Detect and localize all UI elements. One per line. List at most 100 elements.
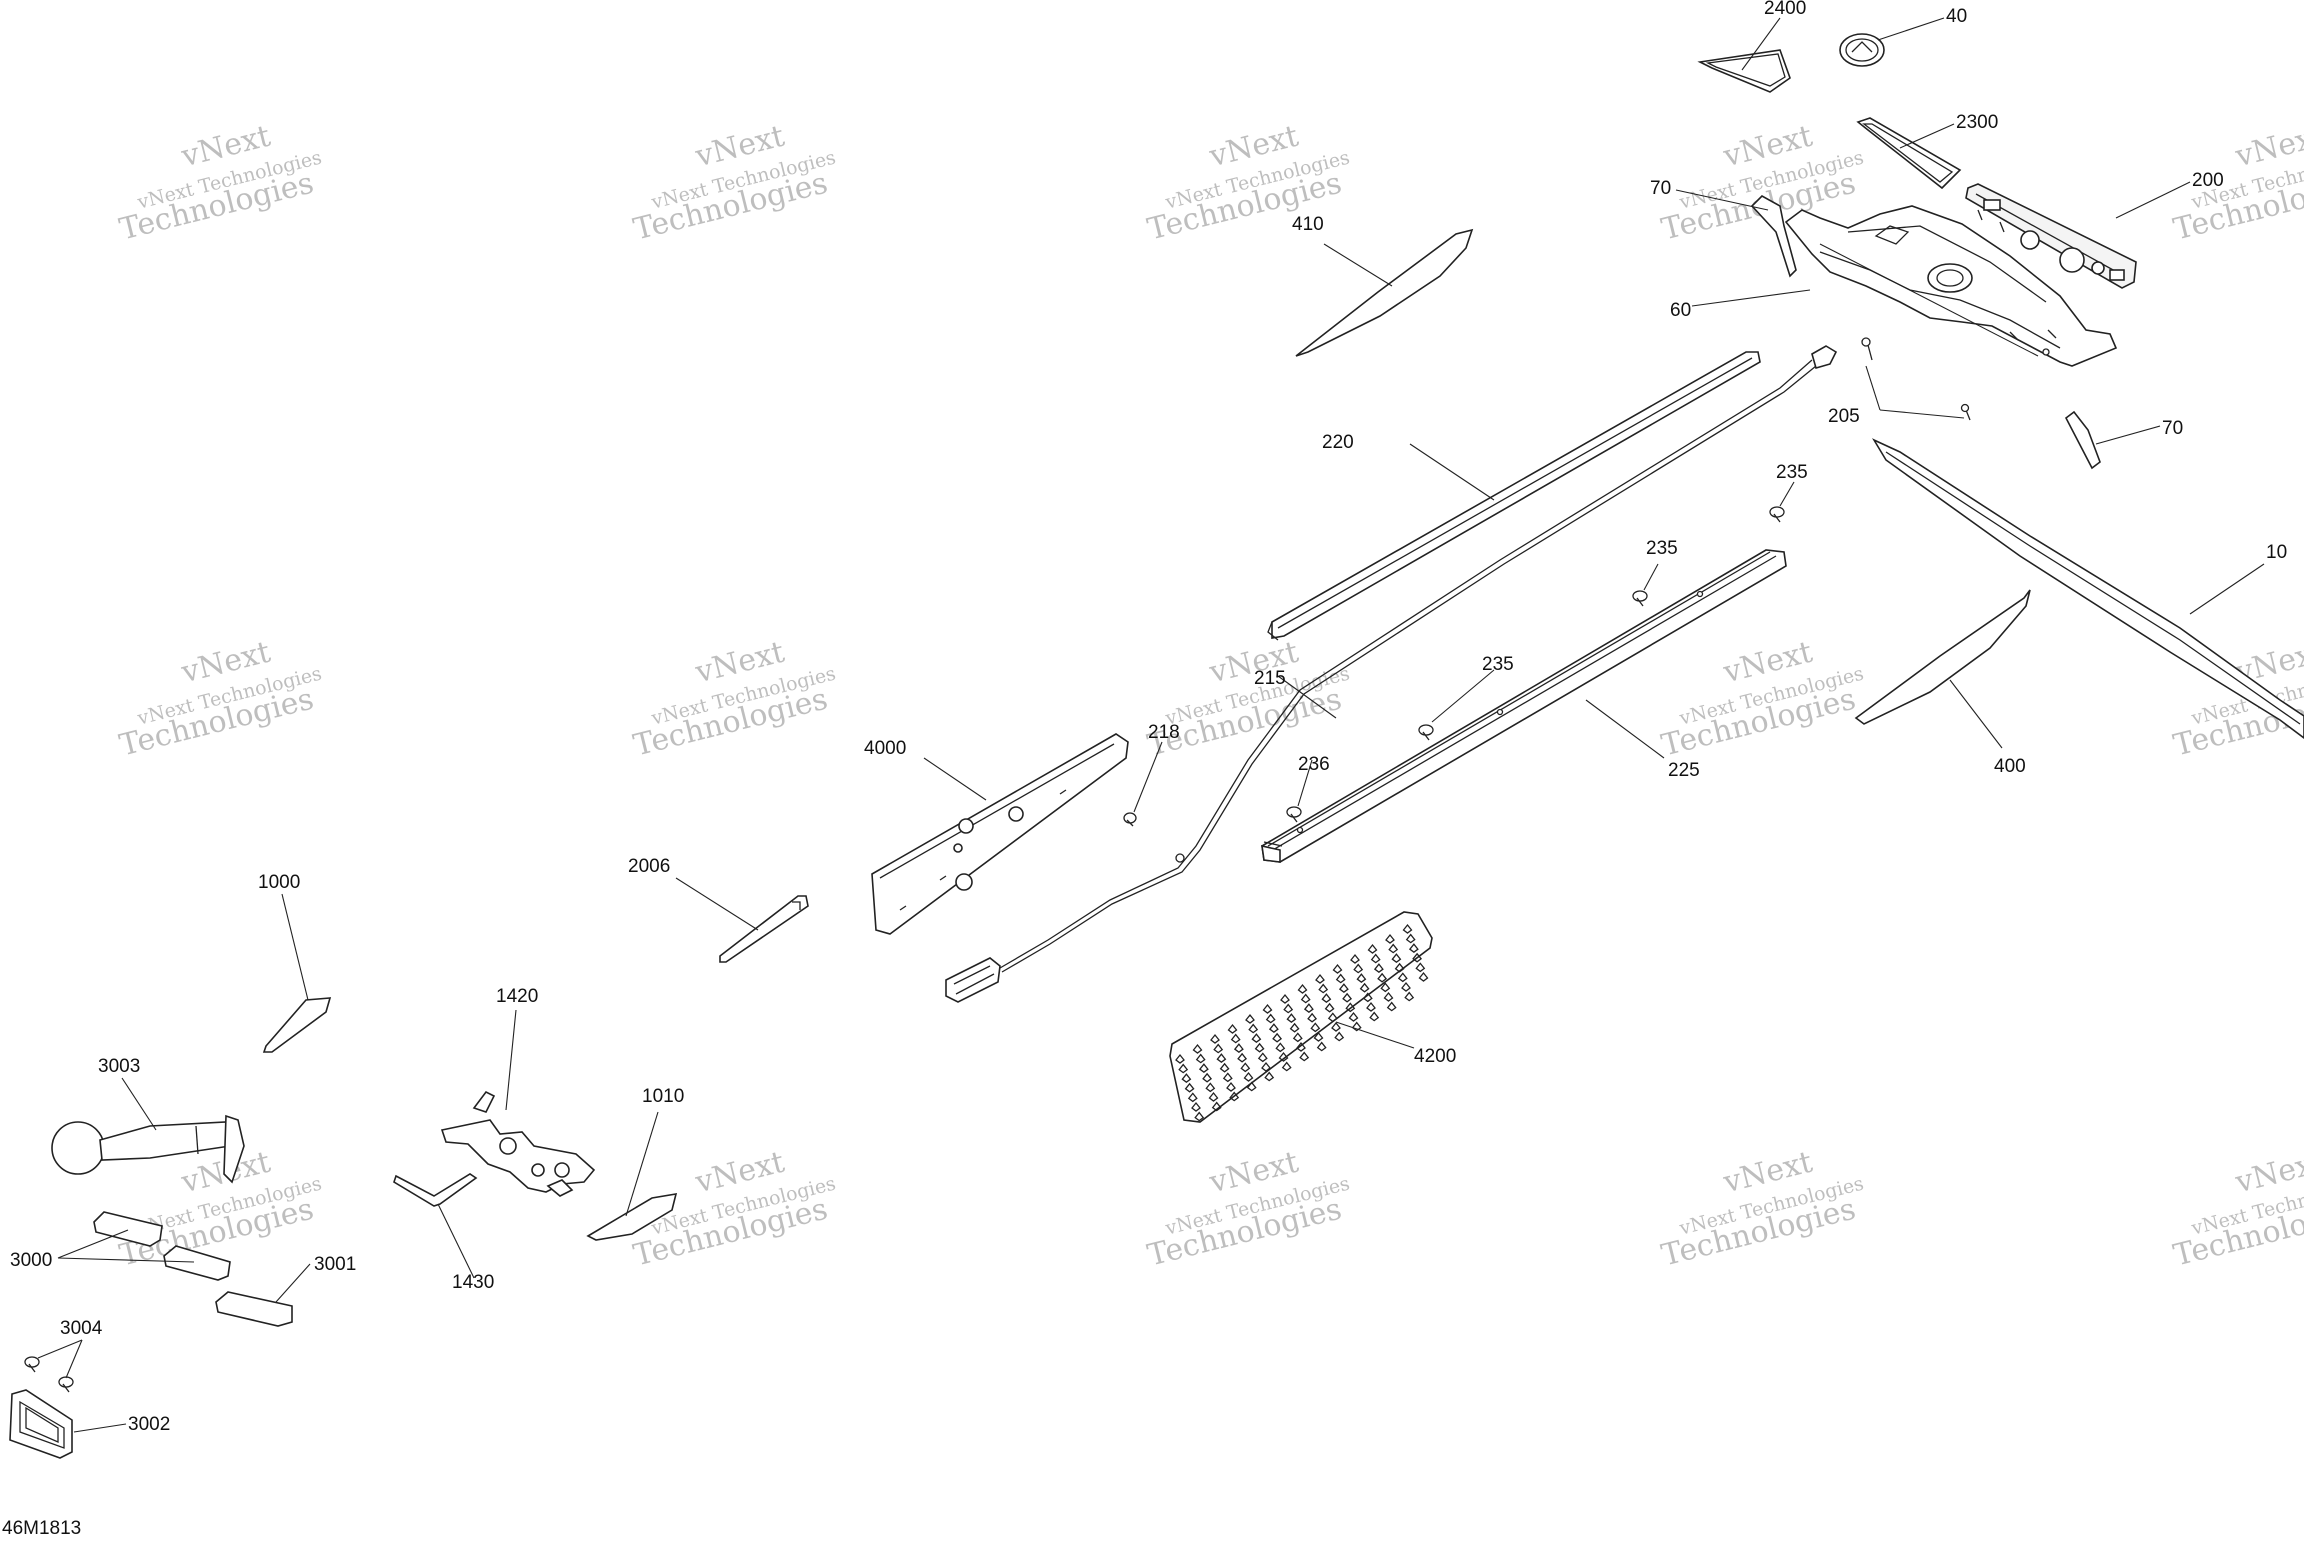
- pad-stud: [1408, 943, 1419, 954]
- pad-stud: [1315, 973, 1325, 984]
- callout-1010: 1010: [642, 1086, 684, 1107]
- callout-40: 40: [1946, 6, 1967, 27]
- pad-stud: [1397, 972, 1408, 983]
- pad-stud: [1191, 1101, 1201, 1112]
- pad-stud: [1275, 1042, 1286, 1053]
- callout-235-a: 235: [1776, 462, 1808, 483]
- callout-70-upper: 70: [1650, 178, 1671, 199]
- pad-stud: [1307, 1012, 1318, 1023]
- pad-stud: [1335, 973, 1346, 984]
- pad-stud: [1345, 1002, 1356, 1013]
- pad-stud: [1245, 1013, 1255, 1024]
- pad-stud: [1184, 1082, 1195, 1093]
- pad-stud: [1175, 1053, 1185, 1064]
- part-40-emblem: [1839, 33, 1885, 67]
- pad-stud: [1222, 1072, 1233, 1083]
- callout-220: 220: [1322, 432, 1354, 453]
- pad-stud: [1205, 1082, 1216, 1093]
- pad-stud: [1350, 953, 1360, 964]
- part-4000-plate: [871, 733, 1129, 935]
- callout-235-c: 235: [1482, 654, 1514, 675]
- pad-stud: [1367, 943, 1378, 954]
- pad-stud: [1289, 1022, 1300, 1033]
- pad-stud: [1195, 1053, 1206, 1064]
- pad-stud: [1369, 1011, 1380, 1022]
- pad-stud: [1265, 1013, 1276, 1024]
- pad-stud: [1178, 1063, 1189, 1074]
- pad-stud: [1254, 1042, 1265, 1053]
- pad-stud: [1331, 1021, 1341, 1032]
- pad-stud: [1297, 983, 1308, 994]
- pad-stud: [1264, 1071, 1275, 1082]
- callout-410: 410: [1292, 214, 1324, 235]
- pad-stud: [1262, 1003, 1273, 1014]
- part-205-screws: [1861, 337, 1971, 421]
- part-1420-bracket: [440, 1090, 596, 1197]
- pad-stud: [1181, 1073, 1192, 1084]
- part-236-fastener: [1286, 806, 1302, 823]
- pad-stud: [1292, 1032, 1303, 1043]
- part-225-rail: [1261, 549, 1787, 863]
- pad-stud: [1248, 1023, 1259, 1034]
- pad-stud: [1404, 991, 1415, 1002]
- part-2400-decal: [1697, 49, 1791, 93]
- pad-stud: [1210, 1033, 1220, 1044]
- pad-stud: [1251, 1033, 1262, 1044]
- callout-235-b: 235: [1646, 538, 1678, 559]
- pad-stud: [1418, 971, 1429, 982]
- pad-stud: [1280, 993, 1290, 1004]
- pad-stud: [1257, 1052, 1268, 1063]
- pad-stud: [1208, 1091, 1219, 1102]
- callout-225: 225: [1668, 760, 1700, 781]
- part-1430-hex-key: [393, 1173, 478, 1207]
- pad-stud: [1383, 991, 1394, 1002]
- pad-stud: [1362, 992, 1373, 1003]
- pad-stud: [1402, 923, 1413, 934]
- pad-stud: [1377, 972, 1388, 983]
- pad-stud: [1194, 1111, 1205, 1122]
- pad-stud: [1281, 1061, 1292, 1072]
- pad-stud: [1366, 1001, 1376, 1012]
- pad-stud: [1316, 1041, 1327, 1052]
- callout-3000: 3000: [10, 1250, 52, 1271]
- pad-stud: [1300, 993, 1311, 1004]
- pad-stud: [1216, 1053, 1227, 1064]
- pad-stud: [1391, 953, 1402, 964]
- pad-stud: [1334, 1031, 1345, 1042]
- callout-1420: 1420: [496, 986, 538, 1007]
- pad-stud: [1202, 1072, 1213, 1083]
- callout-2400: 2400: [1764, 0, 1806, 19]
- pad-stud: [1213, 1043, 1224, 1054]
- part-218-clip: [1123, 812, 1137, 827]
- part-10-side-panel: [1871, 438, 2304, 739]
- pad-stud: [1338, 983, 1349, 994]
- pad-stud: [1272, 1032, 1283, 1043]
- pad-stud: [1342, 992, 1353, 1003]
- pad-stud: [1192, 1043, 1203, 1054]
- pad-stud: [1313, 1031, 1324, 1042]
- callout-218: 218: [1148, 722, 1180, 743]
- part-4200-anti-slip-pad: [1169, 911, 1433, 1123]
- part-3004-screws: [24, 1356, 74, 1393]
- callout-70-lower: 70: [2162, 418, 2183, 439]
- pad-stud: [1226, 1081, 1236, 1092]
- pad-stud: [1332, 963, 1343, 974]
- pad-stud: [1296, 1041, 1306, 1052]
- pad-stud: [1219, 1062, 1230, 1073]
- callout-3001: 3001: [314, 1254, 356, 1275]
- pad-stud: [1233, 1043, 1244, 1054]
- pad-stud: [1243, 1071, 1254, 1082]
- pad-stud: [1353, 963, 1364, 974]
- callout-1000: 1000: [258, 872, 300, 893]
- callout-3004: 3004: [60, 1318, 103, 1339]
- pad-stud: [1324, 1002, 1335, 1013]
- pad-stud: [1318, 983, 1329, 994]
- part-2006-decal: [719, 895, 809, 963]
